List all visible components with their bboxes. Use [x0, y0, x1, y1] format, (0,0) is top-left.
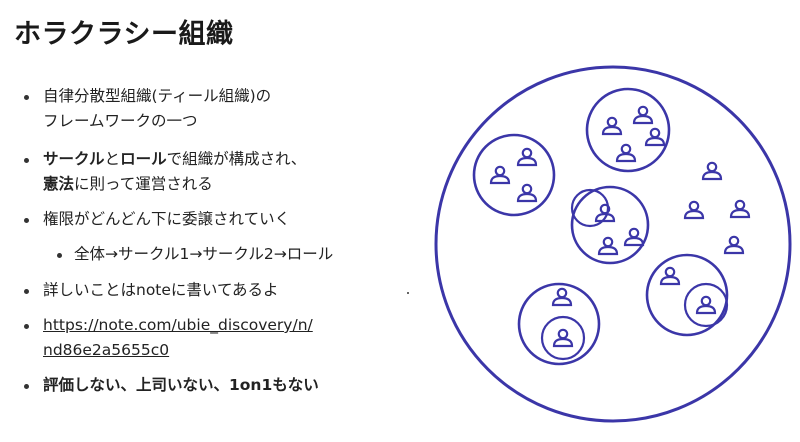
circle-top — [585, 87, 671, 173]
person-icon — [601, 116, 623, 136]
organization-circle — [434, 65, 792, 423]
bullet-dot — [24, 218, 29, 223]
bullet-fragment: に則って運営される — [74, 175, 213, 193]
bullet-fragment: と — [104, 150, 121, 168]
person-icon — [623, 227, 645, 247]
circle-left — [472, 133, 556, 217]
bullet-dot — [24, 95, 29, 100]
circle-bottom — [517, 282, 601, 366]
person-icon — [516, 147, 538, 167]
person-icon — [489, 165, 511, 185]
bullet-text: 権限がどんどん下に委譲されていく — [43, 210, 291, 228]
note-link[interactable]: https://note.com/ubie_discovery/n/ nd86e… — [43, 313, 313, 363]
bullet-line: フレームワークの一つ — [43, 112, 198, 130]
bullet-text: 詳しいことはnoteに書いてあるよ — [43, 281, 279, 299]
term-role: ロール — [120, 150, 167, 168]
person-icon — [701, 161, 723, 181]
slide-title: ホラクラシー組織 — [14, 19, 234, 50]
bullet-dot — [24, 289, 29, 294]
bullet-text: 評価しない、上司いない、1on1もない — [43, 376, 319, 394]
bullet-fragment: で組織が構成され、 — [166, 150, 307, 168]
bullet-dot — [24, 384, 29, 389]
person-icon — [597, 236, 619, 256]
bullet-dot — [24, 158, 29, 163]
bullet-text: 全体→サークル1→サークル2→ロール — [74, 245, 334, 263]
bullet-line: 自律分散型組織(ティール組織)の — [43, 87, 272, 105]
person-icon — [659, 266, 681, 286]
person-icon — [632, 105, 654, 125]
term-constitution: 憲法 — [43, 175, 75, 193]
person-icon — [615, 143, 637, 163]
person-icon — [644, 127, 666, 147]
person-icon — [723, 235, 745, 255]
person-icon — [516, 183, 538, 203]
person-icon — [683, 200, 705, 220]
link-line[interactable]: nd86e2a5655c0 — [43, 341, 170, 359]
inner-circle-bottom — [540, 315, 586, 361]
bullet-text: 自律分散型組織(ティール組織)の フレームワークの一つ — [43, 84, 271, 134]
person-icon — [552, 328, 574, 348]
term-circle: サークル — [43, 150, 105, 168]
person-icon — [729, 199, 751, 219]
circle-right — [645, 253, 729, 337]
stray-dot — [407, 292, 409, 294]
bullet-dot — [57, 253, 62, 258]
bullet-text: サークルとロールで組織が構成され、 憲法に則って運営される — [43, 147, 306, 197]
person-icon — [695, 295, 717, 315]
circle-center — [570, 185, 650, 265]
bullet-dot — [24, 324, 29, 329]
link-line[interactable]: https://note.com/ubie_discovery/n/ — [43, 316, 313, 334]
inner-circle-right — [683, 282, 729, 328]
person-icon — [551, 287, 573, 307]
